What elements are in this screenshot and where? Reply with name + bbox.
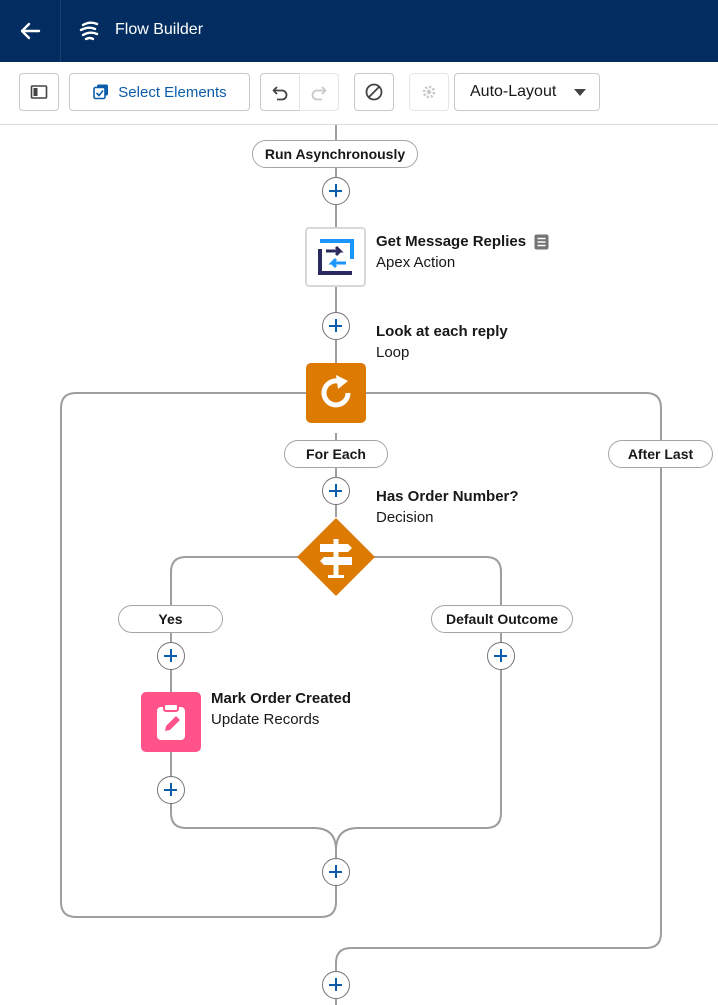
- redo-button[interactable]: [299, 73, 339, 111]
- get-message-replies-node[interactable]: [305, 227, 366, 287]
- add-element-button[interactable]: [322, 858, 350, 886]
- signpost-icon: [297, 518, 375, 596]
- path-label-run-asynchronously[interactable]: Run Asynchronously: [252, 140, 418, 168]
- decision-subtitle: Decision: [376, 509, 434, 526]
- add-element-button[interactable]: [157, 642, 185, 670]
- loop-node[interactable]: [306, 363, 366, 423]
- add-element-button[interactable]: [487, 642, 515, 670]
- ban-icon: [365, 83, 383, 101]
- toolbar: Select Elements Auto-Layout: [0, 62, 718, 125]
- add-element-button[interactable]: [322, 477, 350, 505]
- loop-subtitle: Loop: [376, 344, 410, 361]
- settings-button[interactable]: [409, 73, 449, 111]
- get-message-replies-subtitle: Apex Action: [376, 254, 456, 271]
- decision-label: Has Order Number? Decision: [376, 488, 519, 526]
- decision-node[interactable]: [296, 517, 376, 597]
- panel-left-icon: [30, 85, 48, 99]
- path-label-default-outcome[interactable]: Default Outcome: [431, 605, 573, 633]
- add-element-button[interactable]: [157, 776, 185, 804]
- undo-icon: [272, 86, 288, 101]
- select-elements-label: Select Elements: [118, 83, 227, 101]
- undo-button[interactable]: [260, 73, 300, 111]
- decision-title: Has Order Number?: [376, 488, 519, 505]
- clipboard-edit-icon: [157, 703, 185, 740]
- add-element-button[interactable]: [322, 971, 350, 999]
- mark-order-created-label: Mark Order Created Update Records: [211, 690, 351, 728]
- mark-order-created-title: Mark Order Created: [211, 690, 352, 707]
- loop-label: Look at each reply Loop: [376, 323, 508, 361]
- document-icon: [534, 234, 549, 249]
- redo-icon: [311, 86, 327, 101]
- select-elements-button[interactable]: Select Elements: [69, 73, 250, 111]
- apex-action-icon: [317, 239, 354, 275]
- flow-icon: [79, 21, 99, 41]
- gear-icon: [422, 85, 436, 99]
- back-button[interactable]: [0, 0, 61, 62]
- caret-down-icon: [574, 89, 586, 96]
- mark-order-created-subtitle: Update Records: [211, 711, 320, 728]
- layout-mode-dropdown[interactable]: Auto-Layout: [454, 73, 600, 111]
- loop-icon: [321, 375, 351, 408]
- select-multiple-icon: [93, 84, 109, 100]
- arrow-left-icon: [20, 22, 41, 40]
- add-element-button[interactable]: [322, 312, 350, 340]
- layout-mode-label: Auto-Layout: [470, 83, 557, 100]
- path-label-for-each[interactable]: For Each: [284, 440, 388, 468]
- loop-title: Look at each reply: [376, 323, 508, 340]
- toggle-panel-button[interactable]: [19, 73, 59, 111]
- add-element-button[interactable]: [322, 177, 350, 205]
- get-message-replies-title: Get Message Replies: [376, 233, 527, 250]
- clear-button[interactable]: [354, 73, 394, 111]
- app-title: Flow Builder: [115, 21, 204, 38]
- path-label-after-last[interactable]: After Last: [608, 440, 713, 468]
- mark-order-created-node[interactable]: [141, 692, 201, 752]
- get-message-replies-label: Get Message Replies Apex Action: [376, 233, 549, 271]
- app-header: Flow Builder: [0, 0, 718, 62]
- path-label-yes[interactable]: Yes: [118, 605, 223, 633]
- flow-canvas[interactable]: Run Asynchronously Get Message Replies A…: [0, 125, 718, 1005]
